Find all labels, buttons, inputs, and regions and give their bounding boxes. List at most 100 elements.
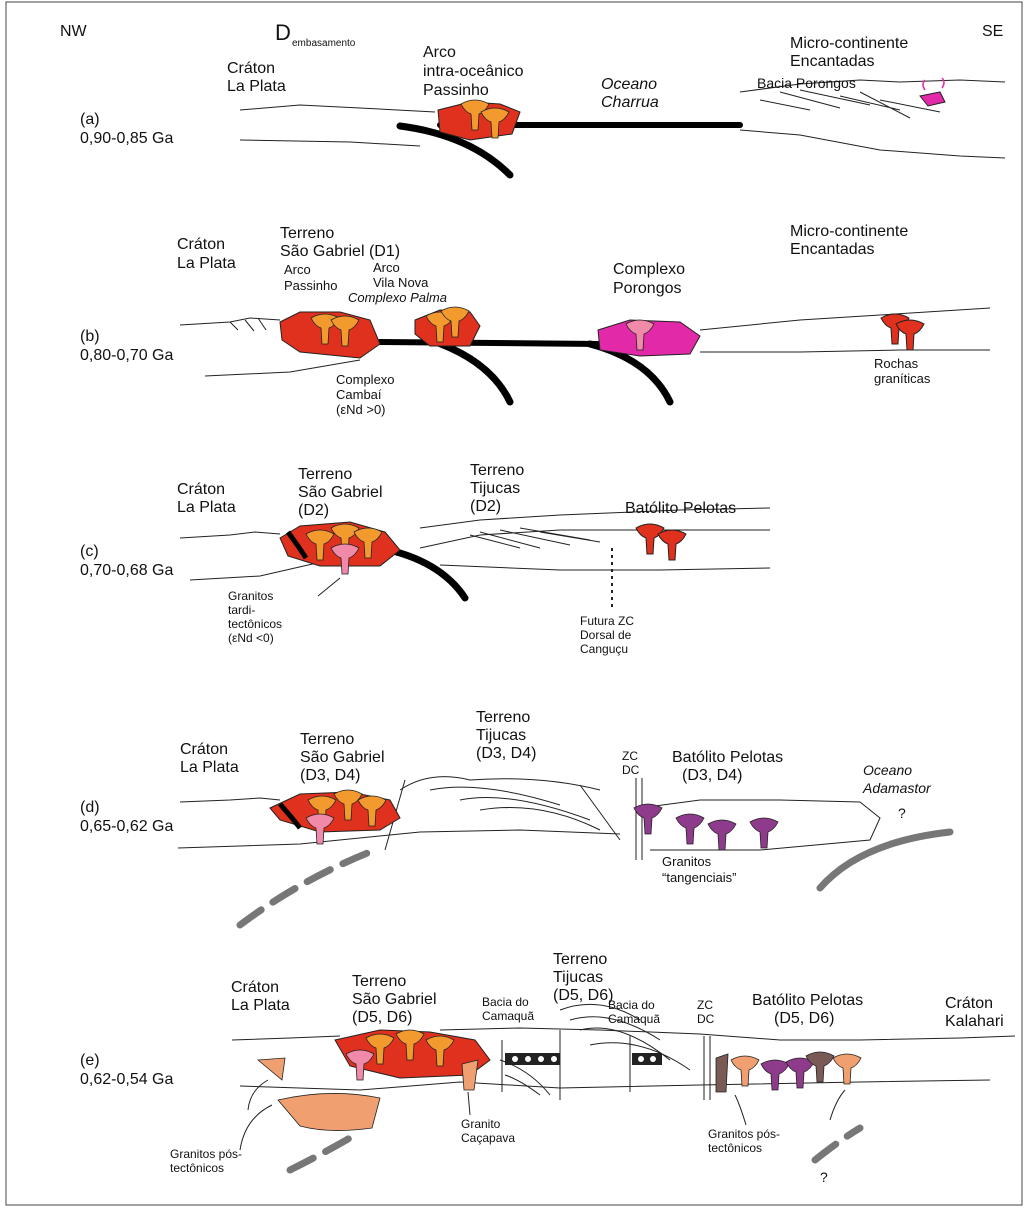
granitos-left-line1: Granitos pós- [170, 1147, 242, 1161]
age-e: 0,62-0,54 Ga [80, 1071, 174, 1088]
adamastor-slab-d [820, 832, 950, 888]
complexo-palma: Complexo Palma [348, 290, 447, 305]
label-b: (b) [80, 328, 100, 345]
tijucas-d-line1: Terreno [476, 709, 530, 726]
age-c: 0,70-0,68 Ga [80, 562, 174, 579]
future-slab-e2 [815, 1128, 860, 1160]
micro-top-b [700, 308, 990, 330]
cambai-line3: (εNd >0) [336, 402, 386, 417]
label-d: (d) [80, 799, 100, 816]
sao-gabriel-e-line2: São Gabriel [352, 991, 437, 1008]
micro-b-line1: Micro-continente [790, 223, 908, 240]
post-granite-e7 [833, 1054, 861, 1084]
arco-passinho-line2: Passinho [284, 278, 337, 293]
craton-d-line2: La Plata [180, 759, 239, 776]
sao-gabriel-d-line1: Terreno [300, 731, 354, 748]
sao-gabriel-d-line3: (D3, D4) [300, 767, 360, 784]
tijucas-fabric-c [470, 528, 600, 548]
granitos-right-line2: tectônicos [708, 1141, 762, 1155]
tijucas-d-line2: Tijucas [476, 727, 526, 744]
bacia2-line1: Bacia do [608, 998, 655, 1012]
basin-pebble-1 [512, 1056, 518, 1062]
arco-vila-nova-line2: Vila Nova [373, 275, 429, 290]
tijucas-e-line2: Tijucas [553, 969, 603, 986]
cacapava-line2: Caçapava [461, 1131, 515, 1145]
kalahari-e-line2: Kalahari [945, 1013, 1004, 1030]
basin-fabric-e [500, 1060, 550, 1095]
rochas-line1: Rochas [874, 356, 919, 371]
basin-pebble-4 [551, 1056, 557, 1062]
cambai-line2: Cambaí [336, 387, 382, 402]
zc-d: ZC [622, 749, 638, 763]
arco-passinho-line1: Arco [284, 262, 311, 277]
kalahari-e-line1: Cráton [945, 995, 993, 1012]
post-granite-e1 [258, 1058, 285, 1080]
age-a: 0,90-0,85 Ga [80, 130, 174, 147]
cambai-line1: Complexo [336, 372, 395, 387]
bacia1-line1: Bacia do [482, 995, 529, 1009]
ocean-a-line1: Oceano [601, 76, 657, 93]
volcanic-marks-a [923, 78, 944, 90]
panel-e: Cráton La Plata Terreno São Gabriel (D5,… [80, 951, 1015, 1185]
tijucas-e-line3: (D5, D6) [553, 987, 613, 1004]
bacia1-line2: Camaquã [482, 1009, 534, 1023]
cacapava-line1: Granito [461, 1117, 501, 1131]
micro-bottom-a [740, 130, 1005, 158]
subduction-slab-b1 [430, 340, 510, 402]
crust-top-b [180, 318, 280, 325]
camaqua-basin-e2 [632, 1053, 662, 1065]
crust-bottom-d [178, 830, 620, 848]
crust-top-e [232, 1036, 340, 1040]
tijucas-c-line1: Terreno [470, 462, 524, 479]
figure-border [6, 2, 1022, 1205]
basin-pebble-5 [638, 1056, 644, 1062]
porongos-b-line2: Porongos [613, 280, 682, 297]
granite-d1 [634, 804, 662, 834]
sao-gabriel-d-line2: São Gabriel [300, 749, 385, 766]
tijucas-fold-d [400, 777, 600, 830]
basin-pebble-6 [650, 1056, 656, 1062]
porongos-b-line1: Complexo [613, 261, 685, 278]
micro-b-line2: Encantadas [790, 241, 875, 258]
tijucas-d-line3: (D3, D4) [476, 745, 536, 762]
d-subscript: embasamento [292, 38, 356, 49]
granite-d4 [750, 818, 778, 848]
future-slab-e1 [290, 1132, 360, 1170]
post-granite-e3 [731, 1056, 759, 1086]
d-letter: D [275, 20, 291, 45]
granitos-c-line4: (εNd <0) [228, 631, 274, 645]
futura-line3: Canguçu [580, 642, 628, 656]
bacia2-line2: Camaquã [608, 1012, 660, 1026]
crust-top-a [240, 105, 435, 112]
crust-top-e2 [440, 1028, 1015, 1040]
craton-b-line2: La Plata [177, 255, 236, 272]
craton-c-line2: La Plata [177, 499, 236, 516]
post-granite-e2 [278, 1093, 380, 1130]
crust-bottom-e [240, 1080, 990, 1090]
tijucas-c-line3: (D2) [470, 498, 501, 515]
question-e: ? [820, 1169, 828, 1185]
ocean-a-line2: Charrua [601, 94, 659, 111]
dc-d: DC [622, 763, 640, 777]
craton-fabric-b [230, 318, 266, 331]
panel-b: Cráton La Plata Terreno São Gabriel (D1)… [80, 223, 990, 417]
label-e: (e) [80, 1052, 100, 1069]
se-label: SE [982, 23, 1003, 40]
granitos-c-line1: Granitos [228, 589, 273, 603]
age-b: 0,80-0,70 Ga [80, 347, 174, 364]
sao-gabriel-c-line1: Terreno [298, 466, 352, 483]
question-d: ? [898, 805, 906, 821]
pelotas-d-line2: (D3, D4) [682, 767, 742, 784]
pelotas-bottom-c [440, 565, 770, 570]
porongos-pluton-a [920, 92, 945, 106]
craton-a-line1: Cráton [227, 60, 275, 77]
sao-gabriel-c-line3: (D2) [298, 502, 329, 519]
cacapava-granite-e [462, 1060, 478, 1090]
sao-gabriel-e-line1: Terreno [352, 973, 406, 990]
futura-line1: Futura ZC [580, 614, 634, 628]
basin-a: Bacia Porongos [757, 75, 856, 91]
terrane-b-line2: São Gabriel (D1) [280, 243, 400, 260]
pelotas-e-line1: Batólito Pelotas [752, 992, 863, 1009]
